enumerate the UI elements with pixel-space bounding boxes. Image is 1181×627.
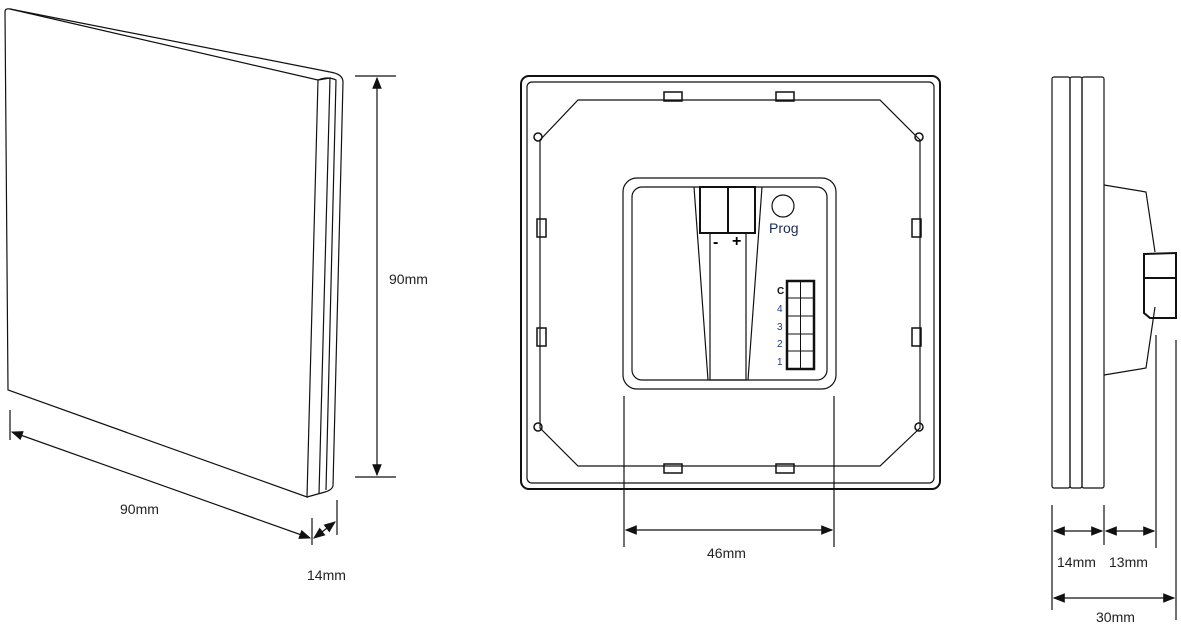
terminal-label-1: 1: [777, 357, 783, 368]
width-label: 90mm: [120, 501, 159, 517]
prog-label: Prog: [769, 220, 799, 236]
terminal-label-4: 4: [777, 304, 783, 315]
minus-label: -: [713, 234, 718, 251]
front-view: 90mm 90mm 14mm: [4, 8, 428, 583]
terminal-label-2: 2: [777, 339, 783, 350]
prog-button-icon: [771, 194, 795, 218]
terminal-label-3: 3: [777, 322, 783, 333]
spacing-label: 46mm: [707, 545, 746, 561]
height-label: 90mm: [389, 271, 428, 287]
depth-label: 14mm: [307, 567, 346, 583]
panel-depth-label: 14mm: [1057, 554, 1096, 570]
terminal-label-c: C: [777, 286, 784, 297]
back-view: Prog - + C 4 3 2 1 46mm: [520, 75, 941, 561]
plus-label: +: [732, 233, 741, 250]
total-depth-label: 30mm: [1096, 609, 1135, 625]
side-view: 14mm 13mm 30mm: [1051, 76, 1177, 625]
base-depth-label: 13mm: [1109, 554, 1148, 570]
